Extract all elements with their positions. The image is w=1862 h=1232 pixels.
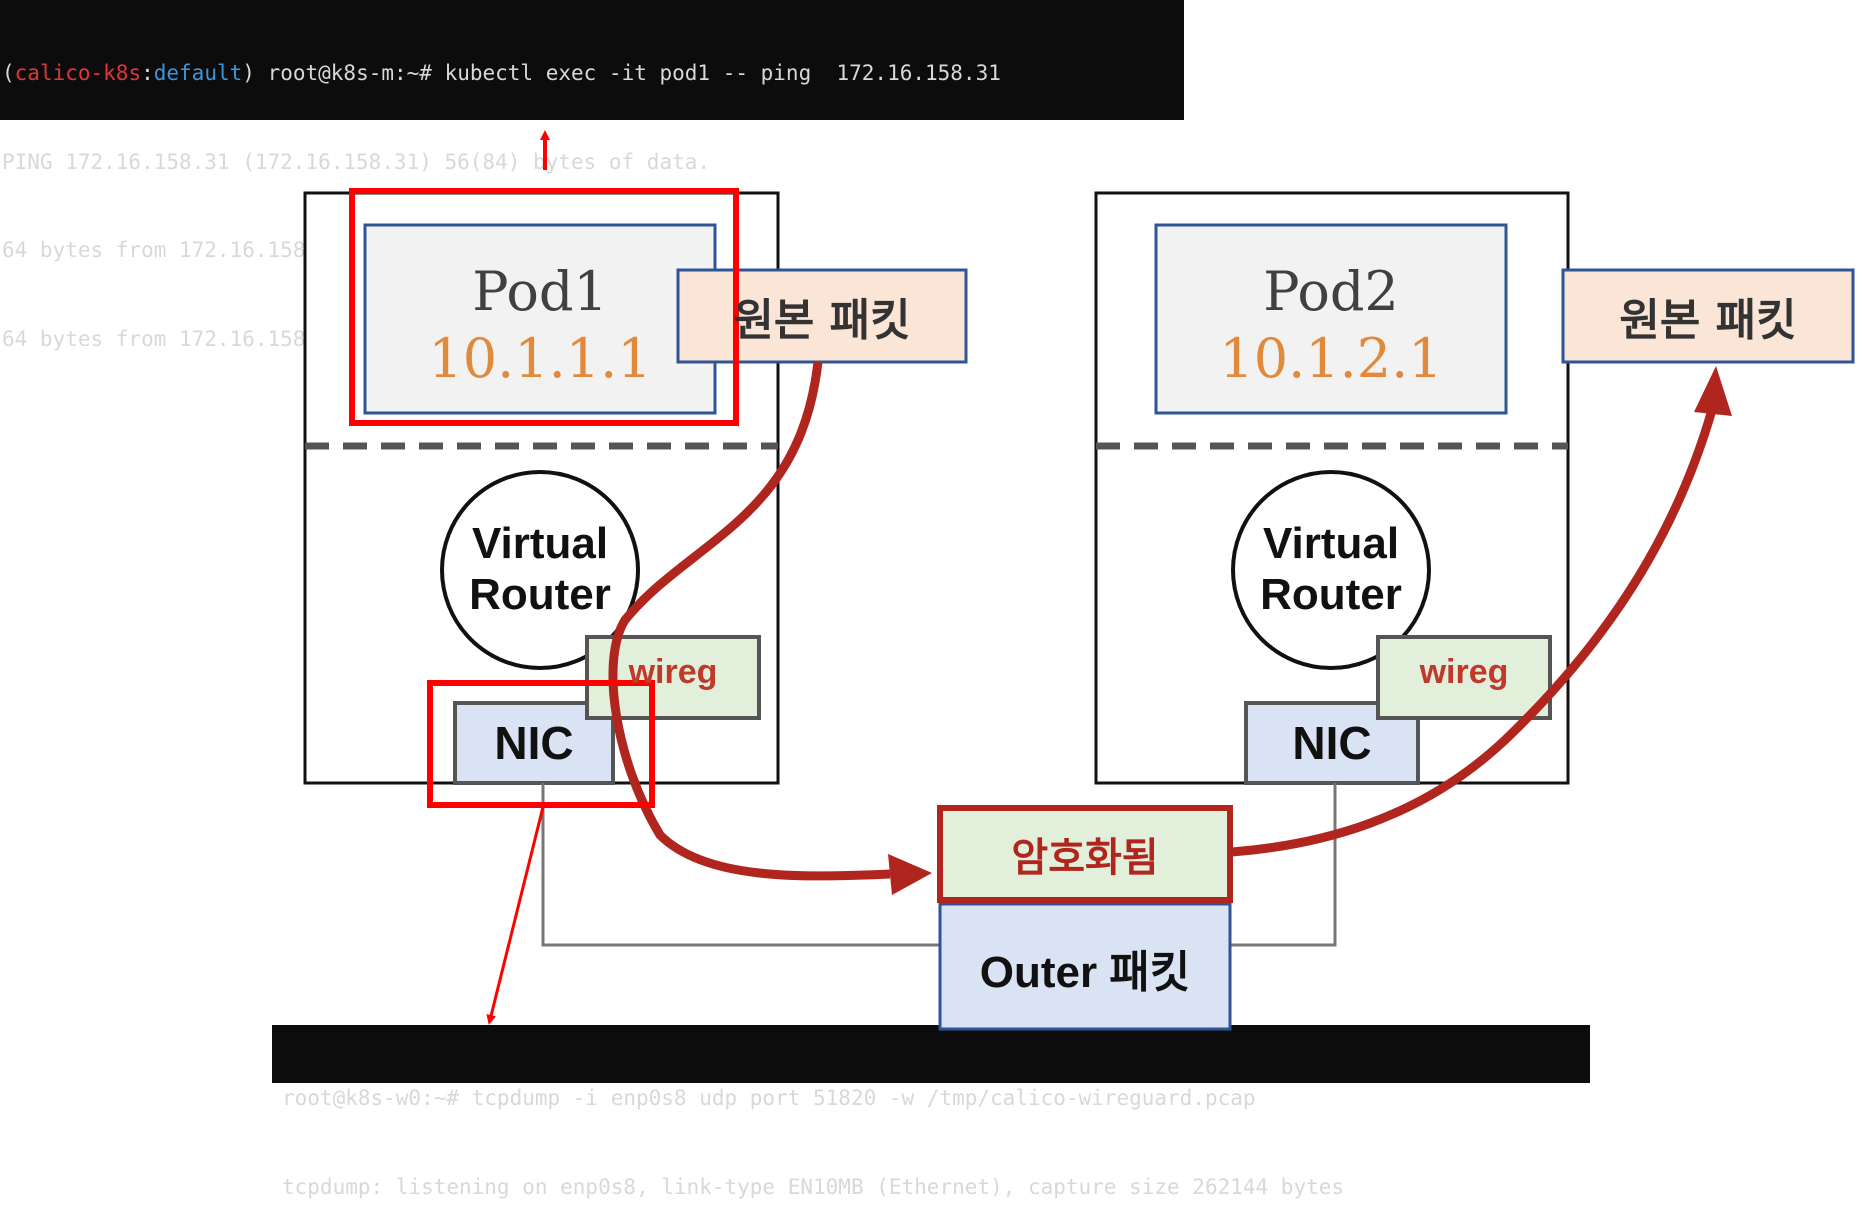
pod1-ip: 10.1.1.1 bbox=[428, 327, 652, 390]
terminal-line: tcpdump: listening on enp0s8, link-type … bbox=[282, 1174, 1345, 1199]
ping-command: root@k8s-m:~# kubectl exec -it pod1 -- p… bbox=[267, 61, 1001, 85]
node2-router-label: Virtual Router bbox=[1233, 515, 1429, 625]
pod1-box bbox=[363, 223, 717, 415]
node1-router-circle bbox=[440, 470, 640, 670]
node2-nic-label: NIC bbox=[1292, 717, 1372, 769]
kube-namespace: default bbox=[153, 61, 243, 85]
encrypted-label: 암호화됨 bbox=[1011, 835, 1159, 881]
flow-arrow-inbound-head bbox=[1694, 366, 1732, 416]
pod1-name: Pod1 bbox=[472, 260, 608, 323]
node1-packet-label: 원본 패킷 bbox=[733, 295, 911, 346]
flow-arrow-inbound bbox=[1231, 408, 1717, 857]
pod2-name: Pod2 bbox=[1263, 260, 1399, 323]
node2-wireg-label: wireg bbox=[1419, 652, 1509, 691]
terminal-line: (calico-k8s:default) root@k8s-m:~# kubec… bbox=[2, 61, 1001, 85]
terminal-line: root@k8s-w0:~# tcpdump -i enp0s8 udp por… bbox=[282, 1086, 1256, 1110]
node1-nic-label: NIC bbox=[494, 717, 574, 769]
node2-packet-box bbox=[1561, 268, 1855, 364]
router-line: Router bbox=[469, 570, 611, 619]
encrypted-box bbox=[937, 805, 1233, 903]
node2-router-circle bbox=[1231, 470, 1431, 670]
pod2-box bbox=[1154, 223, 1508, 415]
nic1-highlight bbox=[427, 680, 655, 808]
router-line: Virtual bbox=[1262, 519, 1400, 569]
pointer-arrow-down bbox=[486, 806, 545, 1025]
kube-context: calico-k8s bbox=[14, 61, 142, 85]
outer-packet-label: Outer 패킷 bbox=[979, 948, 1191, 997]
flow-arrow-outbound-head bbox=[888, 854, 932, 895]
router-line: Virtual bbox=[471, 519, 609, 569]
node2-wireg-box bbox=[1376, 635, 1552, 720]
diagram-canvas bbox=[303, 130, 1855, 1031]
node1-packet-box bbox=[676, 268, 968, 364]
outer-packet-box bbox=[938, 902, 1232, 1031]
node1-router-label: Virtual Router bbox=[442, 515, 638, 625]
pod1-highlight bbox=[349, 188, 739, 426]
node1-wireg-label: wireg bbox=[628, 652, 718, 691]
pod2-ip: 10.1.2.1 bbox=[1219, 327, 1443, 390]
router-line: Router bbox=[1260, 570, 1402, 619]
node2-packet-label: 원본 패킷 bbox=[1619, 295, 1797, 346]
